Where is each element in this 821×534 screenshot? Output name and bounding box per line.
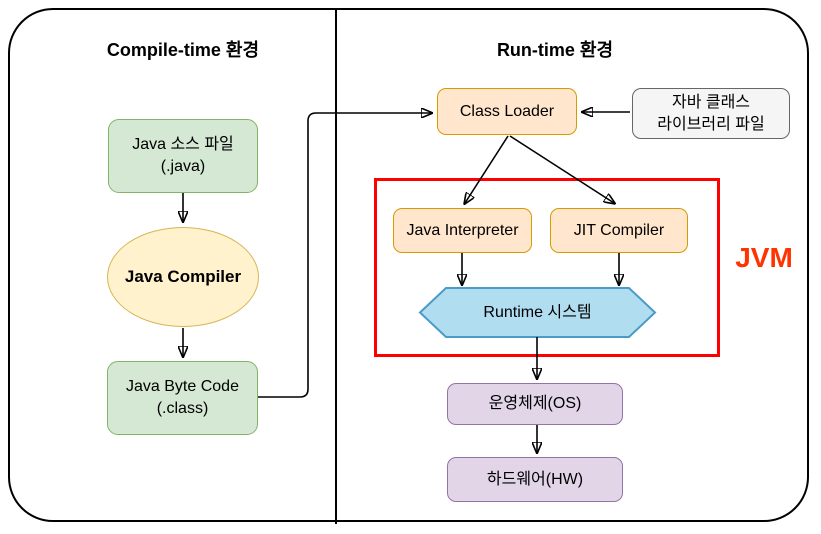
node-label: JIT Compiler <box>573 221 665 239</box>
node-java-class-library-file: 자바 클래스 라이브러리 파일 <box>632 88 790 139</box>
node-label-line: 자바 클래스 <box>671 93 751 111</box>
node-jit-compiler: JIT Compiler <box>550 208 688 253</box>
node-java-interpreter: Java Interpreter <box>393 208 532 253</box>
node-label: 하드웨어(HW) <box>486 470 584 488</box>
node-class-loader: Class Loader <box>437 88 577 135</box>
node-label: Java Interpreter <box>406 221 519 239</box>
node-label-line: 라이브러리 파일 <box>657 115 765 133</box>
node-label-line: (.java) <box>160 158 206 175</box>
node-label: 운영체제(OS) <box>488 395 582 412</box>
node-hardware: 하드웨어(HW) <box>447 457 623 502</box>
node-label-line: Java Byte Code <box>126 378 239 395</box>
node-java-byte-code: Java Byte Code (.class) <box>107 361 258 435</box>
node-label: Runtime 시스템 <box>483 303 592 321</box>
node-label: Class Loader <box>459 102 555 120</box>
node-java-compiler: Java Compiler <box>107 227 259 327</box>
run-time-panel-title: Run-time 환경 <box>496 40 614 60</box>
node-java-source-file: Java 소스 파일 (.java) <box>108 119 258 193</box>
node-label-line: (.class) <box>156 400 209 417</box>
outer-border <box>8 8 809 522</box>
compile-time-panel-title: Compile-time 환경 <box>106 40 260 60</box>
node-operating-system: 운영체제(OS) <box>447 383 623 425</box>
node-label: Java Compiler <box>124 267 242 286</box>
panel-divider <box>335 8 337 524</box>
node-label-line: Java 소스 파일 <box>132 136 234 153</box>
node-runtime-system: Runtime 시스템 <box>420 288 655 337</box>
jvm-label: JVM <box>735 242 793 273</box>
